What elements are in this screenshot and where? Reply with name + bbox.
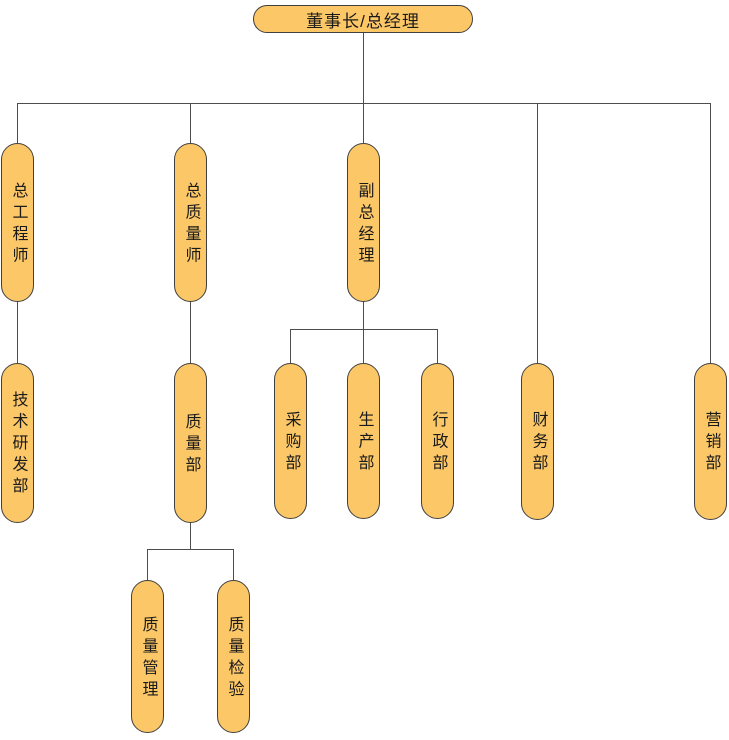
connector-drop-quality-inspect <box>233 549 234 580</box>
connector-drop-deputy-gm <box>363 103 364 143</box>
connector-drop-marketing <box>710 103 711 363</box>
connector-deputy-gm-bus <box>290 329 438 330</box>
org-node-tech-rd-label: 技术研发部 <box>9 391 27 499</box>
org-node-chief-engineer: 总工程师 <box>1 143 34 302</box>
org-node-quality-mgmt: 质量管理 <box>131 580 164 733</box>
connector-quality-dept-down <box>190 523 191 549</box>
org-node-quality-inspect-label: 质量检验 <box>225 615 243 702</box>
org-node-marketing-label: 营销部 <box>702 411 720 476</box>
connector-drop-finance <box>537 103 538 363</box>
org-node-quality-inspect: 质量检验 <box>217 580 250 733</box>
connector-main-bus <box>17 103 711 104</box>
org-node-procurement: 采购部 <box>274 363 307 519</box>
org-node-finance-label: 财务部 <box>529 411 547 476</box>
org-node-root: 董事长/总经理 <box>253 5 473 33</box>
org-node-chief-quality-label: 总质量师 <box>182 181 200 268</box>
org-node-quality-mgmt-label: 质量管理 <box>139 615 157 702</box>
connector-drop-chief-engineer <box>17 103 18 143</box>
org-node-admin-dept: 行政部 <box>421 363 454 519</box>
org-node-procurement-label: 采购部 <box>282 410 300 476</box>
org-node-production: 生产部 <box>347 363 380 519</box>
connector-chief-quality-to-quality-dept <box>190 302 191 363</box>
org-node-deputy-gm-label: 副总经理 <box>355 181 373 268</box>
connector-drop-chief-quality <box>190 103 191 143</box>
connector-deputy-gm-down <box>363 302 364 329</box>
org-node-quality-dept-label: 质量部 <box>182 412 200 478</box>
connector-root-down <box>363 33 364 103</box>
org-node-admin-dept-label: 行政部 <box>429 410 447 476</box>
org-node-chief-quality: 总质量师 <box>174 143 207 302</box>
org-node-quality-dept: 质量部 <box>174 363 207 523</box>
connector-quality-dept-bus <box>147 549 234 550</box>
org-node-marketing: 营销部 <box>694 363 727 520</box>
org-node-finance: 财务部 <box>521 363 554 520</box>
org-node-deputy-gm: 副总经理 <box>347 143 380 302</box>
org-node-chief-engineer-label: 总工程师 <box>9 181 27 268</box>
connector-drop-production <box>363 329 364 363</box>
connector-chief-engineer-to-tech-rd <box>17 302 18 363</box>
org-node-production-label: 生产部 <box>355 410 373 476</box>
connector-drop-procurement <box>290 329 291 363</box>
org-node-root-label: 董事长/总经理 <box>306 11 420 31</box>
org-node-tech-rd: 技术研发部 <box>1 363 34 523</box>
connector-drop-admin-dept <box>437 329 438 363</box>
connector-drop-quality-mgmt <box>147 549 148 580</box>
